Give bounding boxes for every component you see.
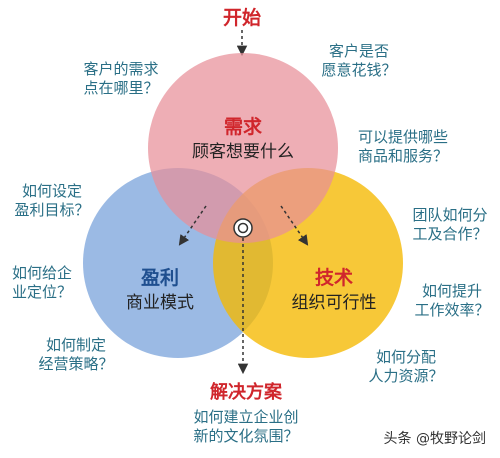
q4-line1: 如何设定: [21, 182, 82, 200]
q8-line1: 如何制定: [45, 336, 106, 354]
tech-title: 技术: [314, 267, 353, 289]
q4-line2: 盈利目标？: [14, 201, 90, 219]
center-target-inner: [237, 222, 249, 234]
q3-line1: 可以提供哪些: [357, 128, 448, 146]
q1-line2: 点在哪里？: [83, 79, 159, 97]
question-profit-target: 如何设定 盈利目标？: [2, 182, 102, 220]
q6-line1: 如何给企: [11, 264, 72, 282]
question-efficiency: 如何提升 工作效率？: [404, 282, 500, 320]
q2-line2: 愿意花钱？: [321, 61, 397, 79]
q5-line1: 团队如何分: [412, 206, 488, 224]
q9-line2: 人力资源？: [368, 367, 444, 385]
center-target-icon: [233, 218, 253, 238]
question-strategy: 如何制定 经营策略？: [26, 336, 126, 374]
tech-subtitle: 组织可行性: [291, 293, 377, 313]
q3-line2: 商品和服务？: [357, 147, 448, 165]
question-customer-needs: 客户的需求 点在哪里？: [66, 60, 176, 98]
q5-line2: 工及合作？: [412, 225, 488, 243]
q9-line1: 如何分配: [375, 348, 436, 366]
solution-label: 解决方案: [210, 382, 282, 403]
question-positioning: 如何给企 业定位？: [0, 264, 84, 302]
demand-subtitle: 顾客想要什么: [192, 142, 294, 162]
question-culture: 如何建立企业创 新的文化氛围？: [176, 408, 316, 446]
q7-line2: 工作效率？: [414, 301, 490, 319]
arrow-to-profit: [178, 205, 207, 246]
profit-title: 盈利: [140, 267, 179, 289]
q1-line1: 客户的需求: [83, 60, 159, 78]
q8-line2: 经营策略？: [38, 355, 114, 373]
question-team-division: 团队如何分 工及合作？: [398, 206, 500, 244]
q2-line1: 客户是否: [328, 42, 389, 60]
question-products-services: 可以提供哪些 商品和服务？: [338, 128, 468, 166]
demand-circle: [148, 53, 338, 243]
q10-line1: 如何建立企业创: [193, 408, 299, 426]
watermark: 头条 @牧野论剑: [383, 431, 486, 447]
demand-title: 需求: [223, 116, 262, 138]
profit-subtitle: 商业模式: [126, 293, 194, 313]
q10-line2: 新的文化氛围？: [193, 427, 299, 445]
question-hr-allocation: 如何分配 人力资源？: [356, 348, 456, 386]
arrow-to-tech: [280, 205, 309, 246]
q7-line1: 如何提升: [421, 282, 482, 300]
question-willing-to-pay: 客户是否 愿意花钱？: [304, 42, 414, 80]
q6-line2: 业定位？: [11, 283, 72, 301]
start-label: 开始: [222, 7, 261, 29]
